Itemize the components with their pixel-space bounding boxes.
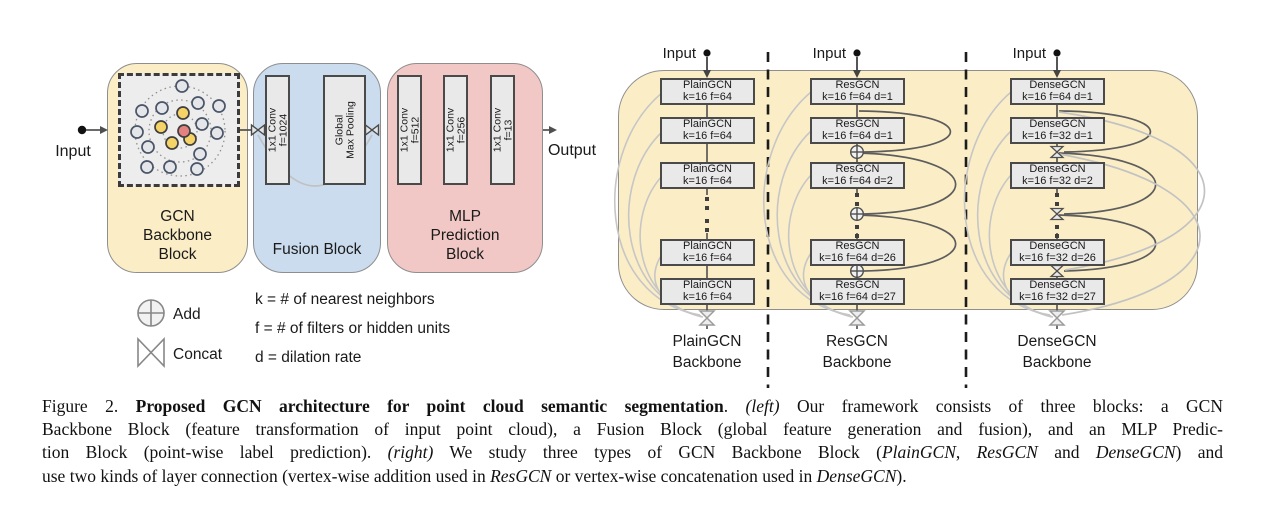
gray-point-icons: [130, 79, 226, 176]
dense-input-label: Input: [1012, 45, 1046, 62]
caption-seg: ResGCN: [490, 465, 552, 486]
gcn-backbone-block-label: GCN Backbone Block: [143, 208, 212, 263]
caption-seg: ,: [955, 442, 977, 463]
caption-line-2: Backbone Block (feature transformation o…: [42, 418, 1223, 441]
def-k: k = # of nearest neighbors: [255, 291, 435, 308]
dense-ellipsis-dots: [1055, 193, 1059, 238]
add-legend-label: Add: [173, 306, 201, 323]
mlp-block-label: MLP Prediction Block: [430, 208, 500, 263]
dense-concat-junction-icons: [1049, 145, 1065, 278]
fusion-conv-layer: 1x1 Conv f=1024: [265, 75, 290, 185]
caption-seg: or vertex-wise concatenation used in: [551, 465, 817, 486]
caption-seg: Backbone Block (feature transformation o…: [42, 419, 1223, 440]
output-arrow: [543, 126, 557, 134]
input-arrow: [77, 125, 108, 135]
caption-seg: tion Block (point-wise label prediction)…: [42, 442, 388, 463]
input-dot: [77, 125, 87, 135]
input-label: Input: [55, 143, 91, 160]
caption-seg: Our framework consists of three blocks: …: [779, 396, 1223, 416]
layer-line: f=13: [501, 119, 514, 141]
layer-line: Max Pooling: [343, 101, 356, 159]
dense-input-arrow: [1053, 49, 1061, 78]
caption-seg: DenseGCN: [816, 465, 897, 486]
res-input-arrow: [853, 49, 861, 78]
def-d: d = dilation rate: [255, 349, 362, 366]
dense-long-arcs: [1058, 111, 1206, 316]
caption-seg: and: [1037, 442, 1096, 463]
backbones-region: [618, 70, 1198, 310]
center-point-icon: [177, 124, 191, 138]
layer-line: 1x1 Conv: [266, 107, 278, 153]
caption-seg: ).: [896, 465, 907, 486]
caption-line-1: Figure 2. Proposed GCN architecture for …: [42, 395, 1223, 418]
res-ellipsis-dots: [855, 193, 859, 238]
plain-input-arrow: [703, 49, 711, 78]
caption-seg: ) and: [1175, 442, 1223, 463]
layer-line: 1x1 Conv: [444, 107, 456, 153]
layer-label: 1x1 Conv f=512: [398, 75, 421, 185]
figure-caption: Figure 2. Proposed GCN architecture for …: [42, 395, 1223, 488]
layer-label: 1x1 Conv f=13: [491, 75, 514, 185]
res-add-junction-icons: [850, 144, 865, 279]
column-separator-lines: [766, 52, 968, 388]
caption-seg: ResGCN: [976, 442, 1038, 463]
caption-seg: DenseGCN: [1095, 442, 1176, 463]
add-icon: [137, 299, 165, 327]
point-nodes: [130, 79, 226, 176]
plain-ellipsis-dots: [705, 197, 709, 232]
caption-seg: PlainGCN: [881, 442, 956, 463]
layer-line: Global: [333, 114, 345, 146]
res-skip-arcs: [858, 110, 957, 272]
plain-input-label: Input: [662, 45, 696, 62]
caption-seg: (right): [387, 442, 434, 463]
layer-line: f=512: [408, 116, 421, 144]
concat-legend-label: Concat: [173, 346, 223, 363]
mlp-conv-layer-256: 1x1 Conv f=256: [443, 75, 468, 185]
layer-label: 1x1 Conv f=1024: [266, 75, 289, 185]
caption-seg: Proposed GCN architecture for point clou…: [135, 396, 724, 416]
caption-seg: use two kinds of layer connection (verte…: [42, 465, 491, 486]
layer-line: f=256: [454, 116, 467, 144]
def-f: f = # of filters or hidden units: [255, 320, 451, 337]
layer-label: Global Max Pooling: [333, 75, 356, 185]
concat-junction-icon: [250, 123, 380, 137]
global-max-pooling-layer: Global Max Pooling: [323, 75, 366, 185]
mlp-conv-layer-512: 1x1 Conv f=512: [397, 75, 422, 185]
layer-label: 1x1 Conv f=256: [444, 75, 467, 185]
caption-seg: Figure 2.: [42, 396, 136, 416]
fusion-block-label: Fusion Block: [272, 241, 362, 258]
caption-seg: .: [723, 396, 746, 416]
caption-seg: We study three types of GCN Backbone Blo…: [433, 442, 882, 463]
concat-icon: [137, 337, 165, 368]
layer-line: 1x1 Conv: [398, 107, 410, 153]
res-input-label: Input: [812, 45, 846, 62]
caption-seg: (left): [745, 396, 780, 416]
caption-line-4: use two kinds of layer connection (verte…: [42, 465, 1223, 488]
output-label: Output: [547, 142, 597, 159]
mlp-conv-layer-13: 1x1 Conv f=13: [490, 75, 515, 185]
neighbor-point-icons: [154, 106, 197, 150]
layer-line: f=1024: [276, 113, 289, 147]
layer-line: 1x1 Conv: [491, 107, 503, 153]
output-concat-icons: [698, 310, 1066, 326]
caption-line-3: tion Block (point-wise label prediction)…: [42, 441, 1223, 464]
